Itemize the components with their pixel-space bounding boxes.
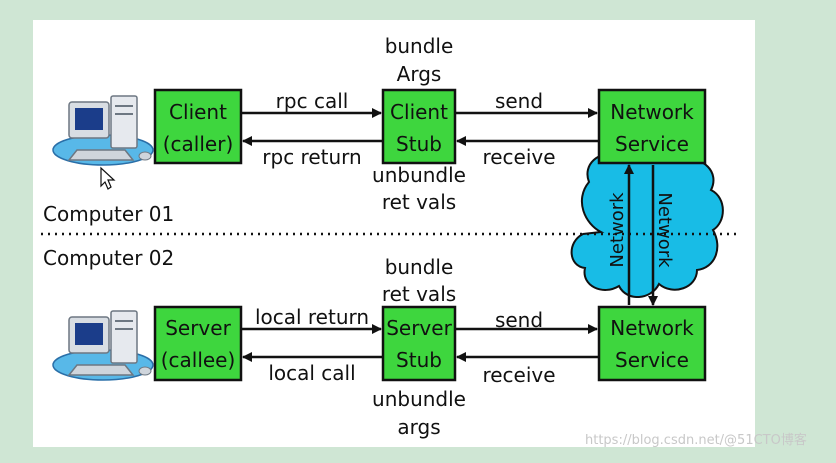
network-cloud-label-left: Network	[607, 192, 628, 268]
local-call-label: local call	[268, 361, 355, 385]
client-stub-label-1: Client	[390, 100, 448, 124]
slide: Client (caller) Client Stub Network Serv…	[33, 20, 807, 448]
send-label-top: send	[495, 89, 543, 113]
watermark-text: https://blog.csdn.net/@51CTO博客	[585, 432, 807, 448]
client-stub-box	[381, 88, 457, 165]
rpc-call-label: rpc call	[276, 89, 349, 113]
client-stub-below-2: ret vals	[382, 190, 456, 214]
server-stub-below-2: args	[397, 415, 440, 439]
computer-icon	[52, 95, 154, 166]
network-cloud-label-right: Network	[654, 192, 675, 268]
server-stub-label-1: Server	[386, 316, 452, 340]
receive-label-top: receive	[482, 145, 555, 169]
computer-icon	[52, 310, 154, 381]
client-box	[153, 88, 243, 165]
network-service-box-top	[597, 88, 707, 165]
computer-01-label: Computer 01	[43, 202, 174, 226]
server-stub-above-1: bundle	[385, 255, 454, 279]
local-return-label: local return	[255, 305, 369, 329]
server-box-label-2: (callee)	[161, 348, 236, 372]
client-stub-above-2: Args	[397, 62, 442, 86]
computer-02-label: Computer 02	[43, 246, 174, 270]
client-stub-label-2: Stub	[396, 132, 442, 156]
client-box-label-2: (caller)	[163, 132, 234, 156]
client-stub-below-1: unbundle	[372, 163, 466, 187]
network-service-bottom-label-1: Network	[610, 316, 694, 340]
server-stub-box	[381, 305, 457, 382]
server-box-label-1: Server	[165, 316, 231, 340]
server-stub-below-1: unbundle	[372, 387, 466, 411]
client-box-label-1: Client	[169, 100, 227, 124]
send-label-bottom: send	[495, 308, 543, 332]
network-service-top-label-2: Service	[615, 132, 689, 156]
rpc-diagram: Client (caller) Client Stub Network Serv…	[41, 34, 807, 448]
network-service-box-bottom	[597, 305, 707, 382]
client-stub-above-1: bundle	[385, 34, 454, 58]
network-service-top-label-1: Network	[610, 100, 694, 124]
server-stub-label-2: Stub	[396, 348, 442, 372]
mouse-cursor-icon	[100, 166, 116, 190]
server-box	[153, 305, 243, 382]
server-stub-above-2: ret vals	[382, 282, 456, 306]
network-cloud	[570, 140, 724, 298]
network-service-bottom-label-2: Service	[615, 348, 689, 372]
receive-label-bottom: receive	[482, 363, 555, 387]
rpc-return-label: rpc return	[262, 145, 361, 169]
